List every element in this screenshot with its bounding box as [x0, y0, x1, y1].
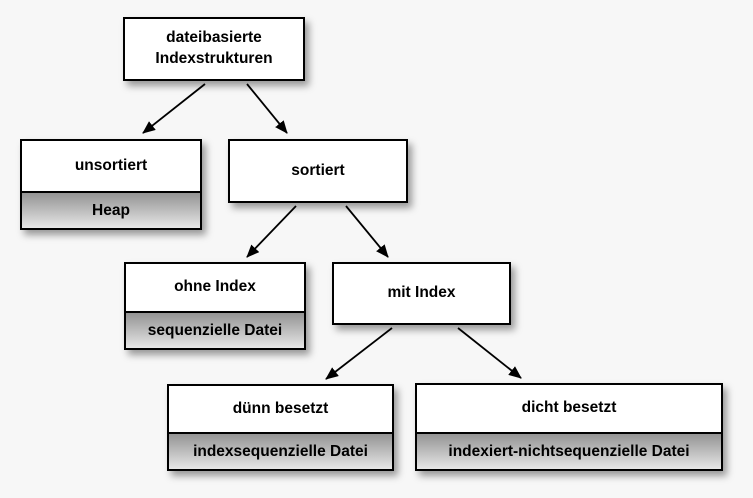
node-dicht-besetzt: dicht besetzt indexiert-nichtsequenziell…	[415, 383, 723, 471]
arrow-with-index-to-sparse	[325, 327, 393, 380]
arrow-root-to-unsorted	[142, 83, 206, 134]
arrow-with-index-to-dense	[457, 327, 522, 379]
node-label: unsortiert	[74, 156, 148, 174]
arrow-root-to-sorted	[246, 83, 288, 134]
arrow-sorted-to-no-index	[246, 205, 297, 258]
node-duenn-besetzt: dünn besetzt indexsequenzielle Datei	[167, 384, 394, 471]
node-label: mit Index	[387, 284, 456, 302]
node-label: dünn besetzt	[232, 399, 329, 417]
node-mit-index: mit Index	[332, 262, 511, 325]
node-sublabel: sequenzielle Datei	[126, 311, 304, 348]
node-sublabel: indexsequenzielle Datei	[169, 432, 392, 469]
node-sortiert: sortiert	[228, 139, 408, 203]
node-unsortiert: unsortiert Heap	[20, 139, 202, 230]
node-ohne-index: ohne Index sequenzielle Datei	[124, 262, 306, 350]
node-label: dicht besetzt	[521, 399, 617, 417]
node-label: ohne Index	[174, 278, 256, 296]
node-label: sortiert	[291, 161, 345, 179]
node-sublabel: indexiert-nichtsequenzielle Datei	[417, 432, 721, 469]
arrow-sorted-to-with-index	[345, 205, 389, 258]
node-sublabel: Heap	[22, 191, 200, 228]
node-dateibasierte-indexstrukturen: dateibasierte Indexstrukturen	[123, 17, 305, 81]
node-label: dateibasierte Indexstrukturen	[155, 29, 273, 67]
